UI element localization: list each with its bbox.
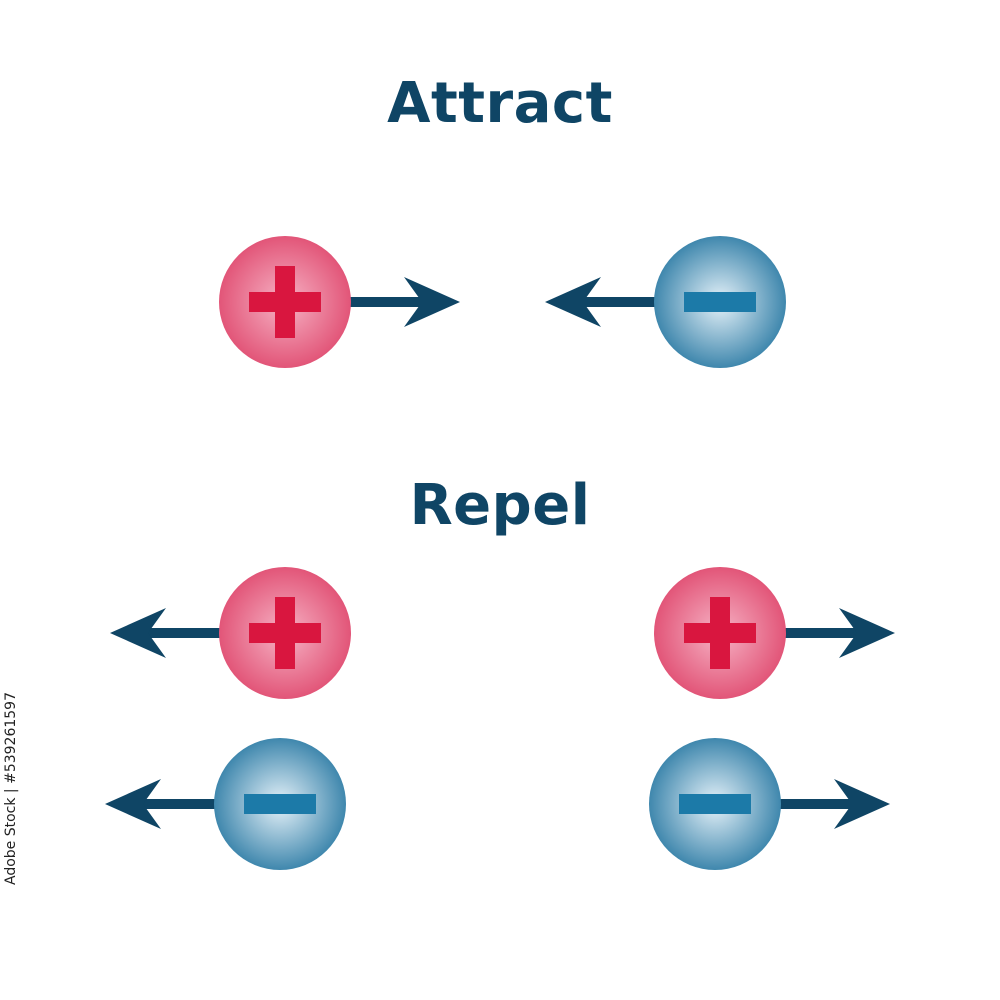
attract-positive-particle-1 (219, 236, 351, 368)
repel-title: Repel (409, 473, 591, 538)
stock-id-text: Adobe Stock | #539261597 (3, 692, 19, 885)
plus-icon (249, 597, 321, 669)
minus-icon (684, 292, 756, 312)
repel-negative-particle-4 (649, 738, 781, 870)
repel-positive-particle-2 (654, 567, 786, 699)
attract-title: Attract (387, 71, 613, 136)
minus-icon (679, 794, 751, 814)
repel-positive-particle-1-arrow-left (110, 608, 285, 658)
repel-negative-particle-3 (214, 738, 346, 870)
attract-negative-particle-2 (654, 236, 786, 368)
attract-positive-particle-1-arrow-right (285, 277, 460, 327)
plus-icon (249, 266, 321, 338)
repel-negative-particle-4-arrow-right (715, 779, 890, 829)
plus-icon (684, 597, 756, 669)
repel-negative-particle-3-arrow-left (105, 779, 280, 829)
minus-icon (244, 794, 316, 814)
repel-positive-particle-1 (219, 567, 351, 699)
attract-negative-particle-2-arrow-left (545, 277, 720, 327)
repel-positive-particle-2-arrow-right (720, 608, 895, 658)
